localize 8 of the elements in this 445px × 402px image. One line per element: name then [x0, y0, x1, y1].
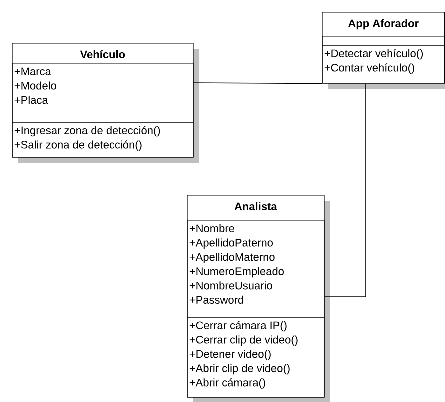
- method-list: +Cerrar cámara IP() +Cerrar clip de video() +Detener video() +Abrir clip de video() +Abrir cámara(): [187, 317, 325, 398]
- association-line: [324, 83, 366, 298]
- empty-compartment: [322, 36, 445, 46]
- attribute-list: +Nombre +ApellidoPaterno +ApellidoMaterno +NumeroEmpleado +NombreUsuario +Password: [187, 220, 325, 318]
- method-list: +Detectar vehículo() +Contar vehículo(): [322, 45, 445, 84]
- attribute-list: +Marca +Modelo +Placa: [12, 63, 194, 123]
- association-line: [193, 82, 322, 84]
- method-list: +Ingresar zona de detección() +Salir zona de detección(): [12, 122, 194, 158]
